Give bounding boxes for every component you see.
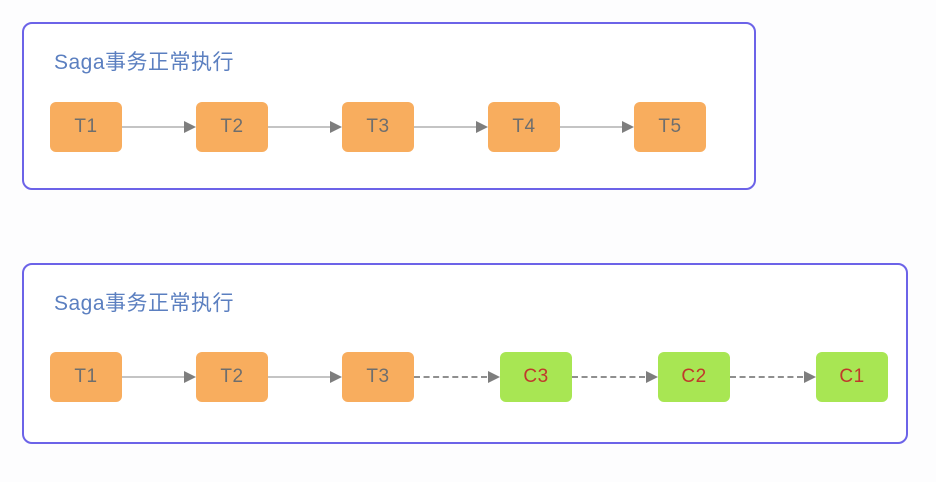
arrow-head-icon	[804, 371, 816, 383]
arrow-line-dashed	[730, 376, 803, 378]
flow-node-t4[interactable]: T4	[488, 102, 560, 152]
flow-node-c2[interactable]: C2	[658, 352, 730, 402]
arrow-c3-to-c2	[572, 370, 658, 384]
arrow-head-icon	[184, 121, 196, 133]
flow-node-t1[interactable]: T1	[50, 352, 122, 402]
arrow-t2-to-t3	[268, 120, 342, 134]
arrow-head-icon	[184, 371, 196, 383]
panel-title: Saga事务正常执行	[54, 292, 235, 315]
flow-diagram-row: T1 T2 T3 C3 C2 C1	[50, 352, 888, 402]
arrow-t1-to-t2	[122, 370, 196, 384]
arrow-line	[560, 126, 623, 128]
arrow-line	[268, 376, 331, 378]
panel-title: Saga事务正常执行	[54, 51, 235, 74]
arrow-c2-to-c1	[730, 370, 816, 384]
arrow-head-icon	[646, 371, 658, 383]
arrow-t3-to-c3	[414, 370, 500, 384]
flow-node-t1[interactable]: T1	[50, 102, 122, 152]
flow-node-t5[interactable]: T5	[634, 102, 706, 152]
arrow-line	[414, 126, 477, 128]
saga-normal-flow-panel: Saga事务正常执行 T1 T2 T3 T4 T5	[22, 22, 756, 190]
flow-node-t3[interactable]: T3	[342, 352, 414, 402]
flow-node-t2[interactable]: T2	[196, 352, 268, 402]
arrow-head-icon	[488, 371, 500, 383]
arrow-line	[122, 376, 185, 378]
arrow-line	[268, 126, 331, 128]
flow-node-t2[interactable]: T2	[196, 102, 268, 152]
arrow-line-dashed	[414, 376, 487, 378]
flow-node-t3[interactable]: T3	[342, 102, 414, 152]
arrow-t3-to-t4	[414, 120, 488, 134]
arrow-line	[122, 126, 185, 128]
arrow-t1-to-t2	[122, 120, 196, 134]
saga-compensation-flow-panel: Saga事务正常执行 T1 T2 T3 C3 C2 C1	[22, 263, 908, 444]
arrow-t2-to-t3	[268, 370, 342, 384]
arrow-line-dashed	[572, 376, 645, 378]
flow-node-c1[interactable]: C1	[816, 352, 888, 402]
arrow-head-icon	[330, 371, 342, 383]
arrow-t4-to-t5	[560, 120, 634, 134]
arrow-head-icon	[476, 121, 488, 133]
flow-diagram-row: T1 T2 T3 T4 T5	[50, 102, 706, 152]
arrow-head-icon	[330, 121, 342, 133]
flow-node-c3[interactable]: C3	[500, 352, 572, 402]
arrow-head-icon	[622, 121, 634, 133]
